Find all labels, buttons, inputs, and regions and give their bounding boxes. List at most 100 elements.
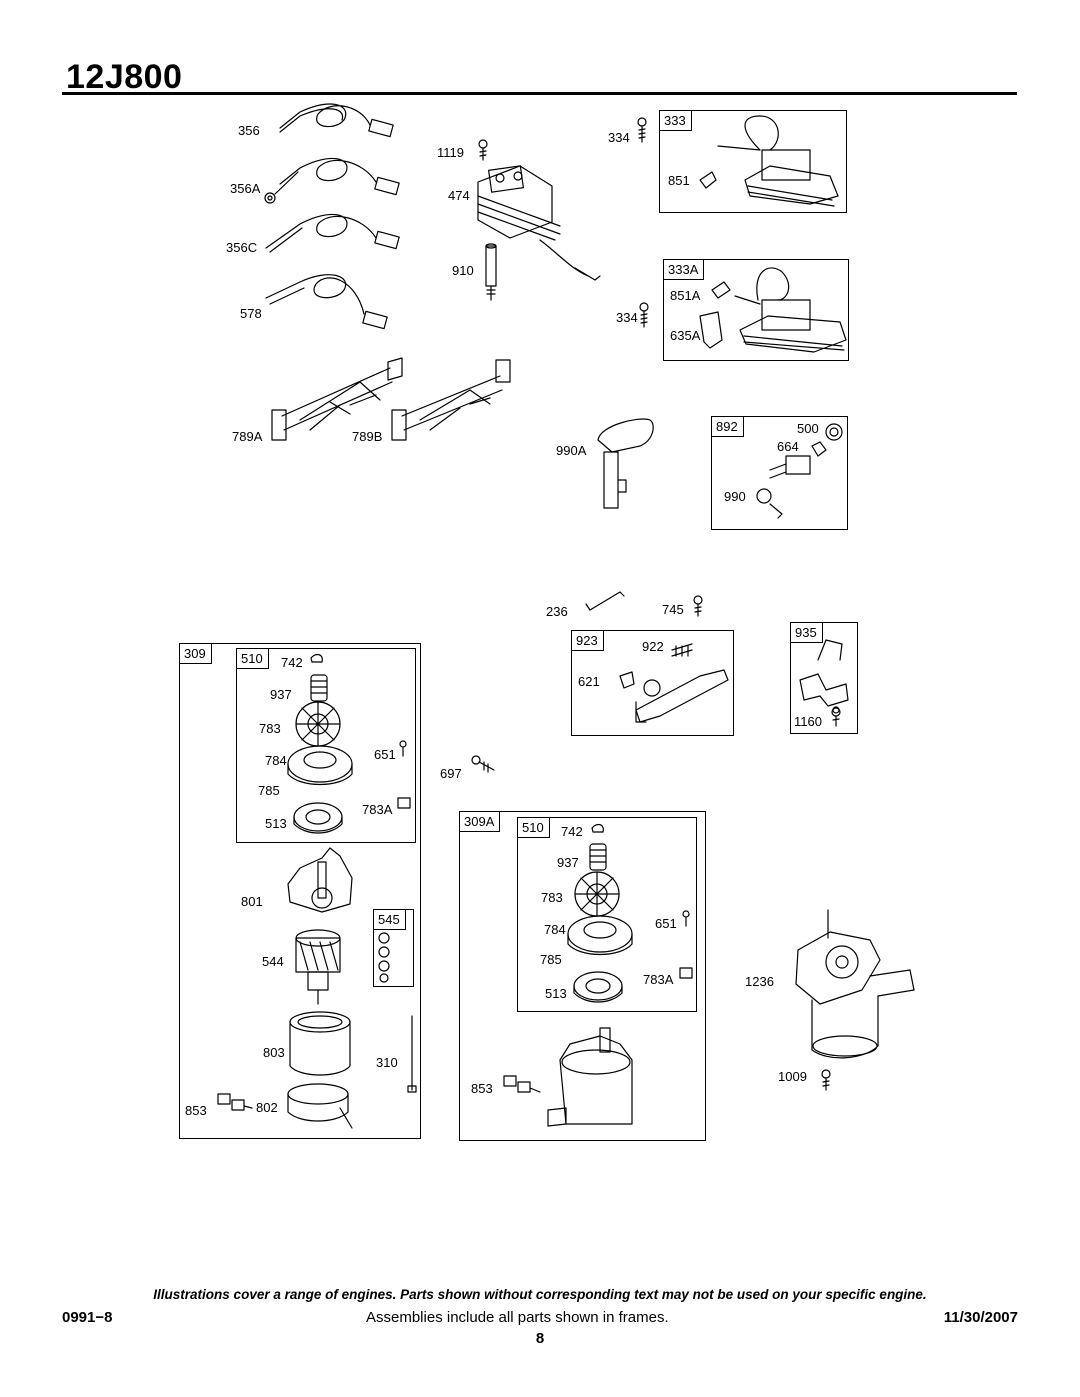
armature-544-icon	[295, 929, 341, 1005]
clutch-513-left-icon	[293, 802, 343, 834]
part-label-500: 500	[797, 421, 819, 436]
part-label-851: 851	[668, 173, 690, 188]
ignition-armature-474-icon	[477, 165, 601, 281]
part-label-785-right: 785	[540, 952, 562, 967]
part-label-356A: 356A	[230, 181, 261, 196]
nut-783A-left-icon	[397, 797, 411, 809]
part-label-236: 236	[546, 604, 568, 619]
disclaimer-text: Illustrations cover a range of engines. …	[153, 1287, 927, 1302]
frame-333: 333	[659, 110, 847, 213]
frame-892: 892	[711, 416, 848, 530]
document-code: 0991−8	[62, 1309, 113, 1326]
part-label-783-left: 783	[259, 721, 281, 736]
stud-910-icon	[485, 243, 497, 301]
part-label-356C: 356C	[226, 240, 258, 255]
brush-plate-802-icon	[287, 1083, 353, 1129]
frame-333A: 333A	[663, 259, 849, 361]
part-label-513-left: 513	[265, 816, 287, 831]
part-label-803: 803	[263, 1045, 285, 1060]
wire-harness-356A-icon	[264, 157, 400, 204]
frame-label-510-left: 510	[236, 648, 269, 669]
gear-783-left-icon	[295, 701, 341, 747]
part-label-990A: 990A	[556, 443, 587, 458]
frame-label-892: 892	[711, 416, 744, 437]
key-switch-990A-icon	[597, 418, 654, 509]
part-label-742-right: 742	[561, 824, 583, 839]
bolt-310-icon	[407, 1015, 417, 1093]
part-label-651-left: 651	[374, 747, 396, 762]
screw-1119-icon	[478, 139, 488, 161]
connector-853-left-icon	[217, 1093, 253, 1111]
spring-937-left-icon	[310, 674, 328, 702]
part-label-784-left: 784	[265, 753, 287, 768]
part-label-513-right: 513	[545, 986, 567, 1001]
document-date: 11/30/2007	[943, 1309, 1018, 1326]
frame-923: 923	[571, 630, 734, 736]
frame-label-309A: 309A	[459, 811, 501, 832]
part-label-474: 474	[448, 188, 470, 203]
electric-starter-309A-icon	[547, 1027, 633, 1127]
frame-label-923: 923	[571, 630, 604, 651]
screw-334-bottom-icon	[639, 302, 649, 328]
part-label-664: 664	[777, 439, 799, 454]
spring-937-right-icon	[589, 843, 607, 871]
frame-510-right: 510	[517, 817, 697, 1012]
part-label-851A: 851A	[670, 288, 701, 303]
gear-783-right-icon	[574, 871, 620, 917]
housing-784-left-icon	[287, 745, 353, 785]
nut-783A-right-icon	[679, 967, 693, 979]
armature-333-icon	[699, 115, 839, 207]
part-label-1009: 1009	[778, 1069, 807, 1084]
connector-853-right-icon	[503, 1075, 541, 1093]
part-label-621: 621	[578, 674, 600, 689]
frame-label-333A: 333A	[663, 259, 705, 280]
part-label-937-left: 937	[270, 687, 292, 702]
frame-label-935: 935	[790, 622, 823, 643]
part-label-334-top: 334	[608, 130, 630, 145]
link-236-icon	[585, 591, 625, 611]
part-label-635A: 635A	[670, 328, 701, 343]
part-label-578: 578	[240, 306, 262, 321]
frame-803-icon	[289, 1011, 351, 1076]
frame-935: 935	[790, 622, 858, 734]
part-label-937-right: 937	[557, 855, 579, 870]
ignition-switch-892-icon	[756, 423, 843, 519]
page-title: 12J800	[66, 58, 183, 96]
wire-harness-356-icon	[279, 103, 394, 138]
part-label-789A: 789A	[232, 429, 263, 444]
page-number: 8	[535, 1330, 545, 1347]
screw-697-icon	[471, 755, 495, 773]
part-label-742-left: 742	[281, 655, 303, 670]
pin-651-left-icon	[399, 740, 407, 757]
part-label-801: 801	[241, 894, 263, 909]
clip-742-right-icon	[591, 823, 604, 833]
frame-label-510-right: 510	[517, 817, 550, 838]
bracket-935-icon	[799, 639, 849, 714]
part-label-853-left: 853	[185, 1103, 207, 1118]
part-label-853-right: 853	[471, 1081, 493, 1096]
wiring-harness-789B-icon	[391, 359, 511, 441]
wire-harness-578-icon	[265, 274, 388, 330]
part-label-783-right: 783	[541, 890, 563, 905]
part-label-910: 910	[452, 263, 474, 278]
part-label-783A-left: 783A	[362, 802, 393, 817]
frame-510-left: 510	[236, 648, 416, 843]
part-label-310: 310	[376, 1055, 398, 1070]
screw-745-icon	[693, 595, 703, 617]
pin-651-right-icon	[682, 910, 690, 927]
frame-309A: 309A	[459, 811, 706, 1141]
header-rule	[62, 92, 1017, 95]
frame-label-309: 309	[179, 643, 212, 664]
part-label-1236: 1236	[745, 974, 774, 989]
part-label-697: 697	[440, 766, 462, 781]
frame-label-333: 333	[659, 110, 692, 131]
part-label-784-right: 784	[544, 922, 566, 937]
frame-309: 309	[179, 643, 421, 1139]
wiring-harness-789A-icon	[271, 357, 403, 441]
clip-742-left-icon	[310, 653, 323, 663]
frame-label-545: 545	[373, 909, 406, 930]
part-label-922: 922	[642, 639, 664, 654]
screw-1009-icon	[821, 1069, 831, 1091]
screw-1160-icon	[831, 707, 841, 727]
